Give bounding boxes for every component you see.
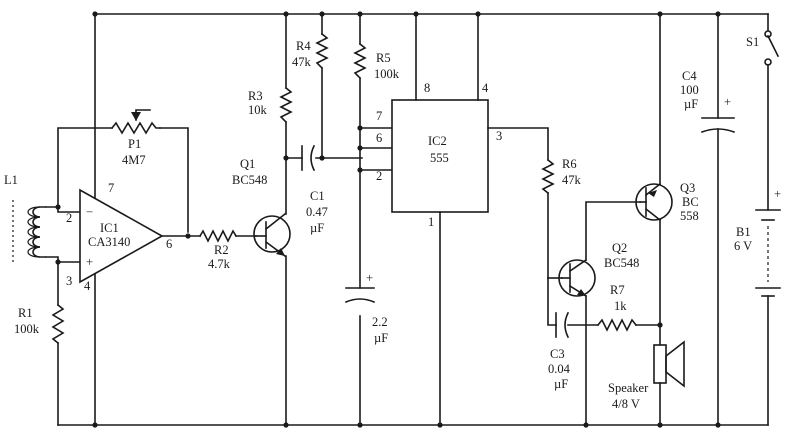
ic1-part: CA3140 xyxy=(88,235,130,249)
q2-part: BC548 xyxy=(604,256,639,270)
q3-ref: Q3 xyxy=(680,181,695,195)
ic2-pin1: 1 xyxy=(428,215,434,229)
r7-ref: R7 xyxy=(610,283,625,297)
r1-ref: R1 xyxy=(18,306,33,320)
capacitor-c1: C1 0.47 µF xyxy=(301,144,328,235)
l1-label: L1 xyxy=(4,173,18,187)
r7-value: 1k xyxy=(614,299,627,313)
ic1-ref: IC1 xyxy=(100,221,119,235)
r4-value: 47k xyxy=(292,55,312,69)
ic2-pin8: 8 xyxy=(424,81,430,95)
transistor-q1: Q1 BC548 xyxy=(232,157,291,258)
r6-ref: R6 xyxy=(562,157,577,171)
resistor-r4: R4 47k xyxy=(292,13,329,159)
r6-value: 47k xyxy=(562,173,582,187)
resistor-r7: R7 1k xyxy=(596,283,661,332)
ic1-pin2: 2 xyxy=(66,211,72,225)
capacitor-c3: C3 0.04 µF xyxy=(548,311,599,391)
opamp-ic1: − + IC1 CA3140 2 3 7 4 6 xyxy=(66,181,172,293)
b1-value: 6 V xyxy=(734,239,752,253)
resistor-r1: R1 100k xyxy=(14,303,65,345)
resistor-r3: R3 10k xyxy=(248,86,293,124)
transistor-q3: Q3 BC 558 xyxy=(635,181,699,223)
ic2-pin7: 7 xyxy=(376,109,382,123)
c2-value: 2.2 xyxy=(372,315,388,329)
r3-ref: R3 xyxy=(248,89,263,103)
resistor-r6: R6 47k xyxy=(541,157,582,279)
r3-value: 10k xyxy=(248,103,268,117)
r4-ref: R4 xyxy=(296,39,311,53)
p1-ref: P1 xyxy=(128,137,141,151)
capacitor-c4: + C4 100 µF xyxy=(680,13,736,426)
c4-unit: µF xyxy=(684,97,698,111)
capacitor-c2: + 2.2 µF xyxy=(344,271,388,345)
resistor-r5: R5 100k xyxy=(353,13,400,426)
ic1-pin7: 7 xyxy=(108,181,114,195)
timing-wiring xyxy=(359,127,393,171)
ic1-pin6: 6 xyxy=(166,237,172,251)
r2-value: 4.7k xyxy=(208,257,231,271)
speaker: Speaker 4/8 V xyxy=(608,340,685,426)
r5-ref: R5 xyxy=(376,51,391,65)
transistor-q2: Q2 BC548 xyxy=(558,241,639,298)
c3-value: 0.04 xyxy=(548,362,571,376)
ic2-pin3: 3 xyxy=(496,129,502,143)
q3-part2: 558 xyxy=(680,209,699,223)
q1-wiring xyxy=(285,13,363,426)
speaker-label: Speaker xyxy=(608,381,649,395)
c4-ref: C4 xyxy=(682,69,697,83)
ic2-pin4: 4 xyxy=(482,81,489,95)
ic2-wiring xyxy=(415,13,549,426)
q2-wiring xyxy=(547,201,641,426)
speaker-rating: 4/8 V xyxy=(612,397,640,411)
c1-value: 0.47 xyxy=(306,205,328,219)
ic1-plus: + xyxy=(86,255,93,269)
r1-value: 100k xyxy=(14,322,40,336)
c2-plus: + xyxy=(366,271,373,285)
ic2-pin2: 2 xyxy=(376,169,382,183)
c1-ref: C1 xyxy=(310,189,325,203)
coil-l1: L1 xyxy=(4,173,46,262)
q3-part1: BC xyxy=(682,195,699,209)
ic2-part: 555 xyxy=(430,151,449,165)
s1-label: S1 xyxy=(746,35,759,49)
ic1-pin3: 3 xyxy=(66,274,72,288)
c3-unit: µF xyxy=(554,377,568,391)
resistor-r2: R2 4.7k xyxy=(198,229,238,271)
ic2-ref: IC2 xyxy=(428,134,447,148)
q1-ref: Q1 xyxy=(240,157,255,171)
b1-plus: + xyxy=(774,187,781,201)
battery-b1: + B1 6 V xyxy=(734,187,781,426)
junction-dots xyxy=(55,11,721,428)
ic1-pin4: 4 xyxy=(84,279,91,293)
c1-unit: µF xyxy=(310,221,324,235)
r5-value: 100k xyxy=(374,67,400,81)
p1-value: 4M7 xyxy=(122,153,146,167)
potentiometer-p1: P1 4M7 xyxy=(110,109,161,167)
r2-ref: R2 xyxy=(214,243,229,257)
b1-ref: B1 xyxy=(736,225,751,239)
c2-unit: µF xyxy=(374,331,388,345)
q1-part: BC548 xyxy=(232,173,267,187)
c4-value: 100 xyxy=(680,83,699,97)
q2-ref: Q2 xyxy=(612,241,627,255)
ic1-minus: − xyxy=(86,205,93,219)
timer-ic2: IC2 555 8 4 7 6 2 3 1 xyxy=(376,81,502,229)
ic2-pin6: 6 xyxy=(376,131,382,145)
switch-s1: S1 xyxy=(746,13,780,211)
c3-ref: C3 xyxy=(550,347,565,361)
c4-plus: + xyxy=(724,95,731,109)
